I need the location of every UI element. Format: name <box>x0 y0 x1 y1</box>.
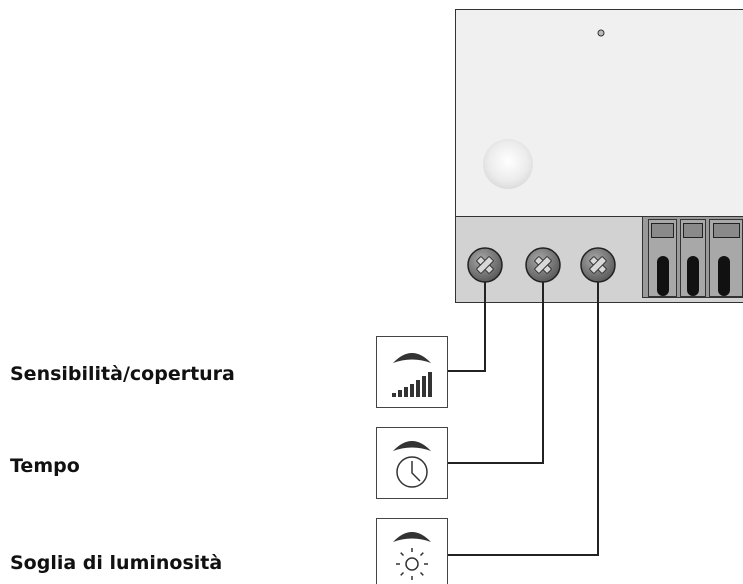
terminal-block-icon <box>642 216 743 298</box>
leader-line-sensitivity <box>448 282 486 372</box>
clock-icon <box>376 427 448 499</box>
status-led <box>597 29 605 37</box>
sensitivity-label: Sensibilità/copertura <box>10 363 235 385</box>
light-threshold-label: Soglia di luminosità <box>10 552 223 574</box>
screw-icon[interactable] <box>467 247 503 283</box>
time-label: Tempo <box>10 455 80 477</box>
sun-icon <box>376 518 448 584</box>
sensitivity-bars-icon <box>376 336 448 408</box>
light-sensor-lens-icon <box>483 139 533 189</box>
leader-line-time <box>448 282 544 464</box>
screw-icon[interactable] <box>580 247 616 283</box>
screw-icon[interactable] <box>525 247 561 283</box>
leader-line-light-threshold <box>448 282 599 556</box>
